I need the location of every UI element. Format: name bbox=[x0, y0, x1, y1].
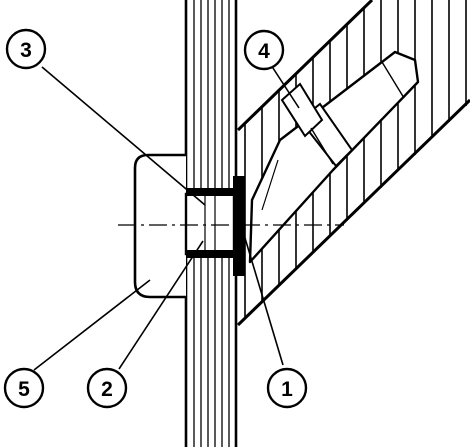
callout-5-number: 5 bbox=[18, 378, 30, 401]
callout-3-number: 3 bbox=[20, 39, 32, 62]
leader-4 bbox=[270, 64, 300, 109]
leader-1 bbox=[241, 227, 284, 366]
leader-2 bbox=[118, 240, 204, 370]
leader-3 bbox=[41, 66, 206, 206]
bushing-top-flange bbox=[186, 188, 234, 196]
callout-2: 2 bbox=[86, 367, 128, 409]
callout-5-circle bbox=[3, 367, 45, 409]
callout-2-number: 2 bbox=[101, 378, 113, 401]
callout-3-circle bbox=[5, 28, 47, 70]
callout-1: 1 bbox=[266, 367, 308, 409]
bushing-body bbox=[184, 192, 236, 256]
bushing bbox=[184, 188, 236, 258]
cover-cap bbox=[133, 153, 186, 299]
leader-lines bbox=[33, 64, 300, 371]
callout-4-number: 4 bbox=[258, 40, 270, 63]
callout-3: 3 bbox=[5, 28, 47, 70]
seal-washer bbox=[233, 176, 245, 276]
callout-1-circle bbox=[266, 367, 308, 409]
screw bbox=[248, 50, 420, 264]
callout-4: 4 bbox=[243, 29, 285, 71]
callout-1-number: 1 bbox=[281, 378, 293, 401]
callout-4-circle bbox=[243, 29, 285, 71]
leader-5 bbox=[33, 279, 151, 371]
callout-2-circle bbox=[86, 367, 128, 409]
bushing-bottom-flange bbox=[186, 250, 234, 258]
callout-5: 5 bbox=[3, 367, 45, 409]
